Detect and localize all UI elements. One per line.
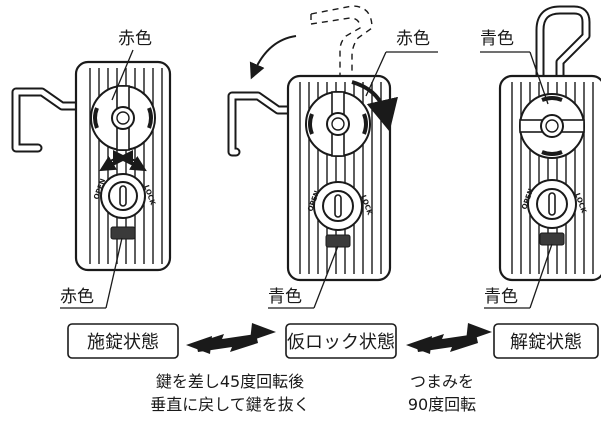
state-unlocked-text: 解錠状態 — [510, 332, 582, 353]
label-unlocked-indicator-color: 青色 — [484, 287, 518, 307]
caption-lock-step-2: 垂直に戻して鍵を抜く — [150, 395, 310, 414]
lock-unlocked: OPEN LOCK — [498, 5, 601, 282]
state-temp-text: 仮ロック状態 — [287, 332, 395, 353]
shackle-temp — [227, 91, 297, 157]
label-locked-indicator-color: 赤色 — [60, 287, 94, 307]
lift-arrow — [249, 35, 297, 80]
transition-arrow-unlocked-to-temp — [406, 323, 492, 354]
caption-lock-step-1: 鍵を差し45度回転後 — [156, 372, 304, 391]
label-temp-knob-color: 赤色 — [396, 29, 430, 49]
indicator-temp — [325, 234, 351, 248]
transition-arrow-temp-to-locked — [186, 323, 276, 354]
rotate-45-arrows — [99, 150, 147, 172]
caption-unlock-step-1: つまみを — [410, 372, 474, 391]
key-cylinder-locked: OPEN LOCK — [92, 173, 157, 219]
key-cylinder-unlocked: OPEN LOCK — [520, 179, 588, 229]
state-box-unlocked: 解錠状態 — [493, 323, 599, 359]
knob-unlocked — [519, 93, 585, 159]
label-unlocked-knob-color: 青色 — [480, 29, 514, 49]
state-box-temp: 仮ロック状態 — [285, 323, 397, 359]
key-cylinder-temp: OPEN LOCK — [306, 181, 374, 231]
body-ribs-unlocked — [511, 82, 594, 274]
indicator-locked — [110, 226, 136, 240]
label-locked-knob-color: 赤色 — [118, 29, 152, 49]
knob-locked — [90, 85, 156, 151]
knob-temp — [305, 91, 371, 157]
state-box-locked: 施錠状態 — [67, 323, 179, 359]
dashed-shackle-lifted — [310, 5, 373, 76]
shackle-unlocked — [535, 5, 591, 83]
caption-unlock-step-2: 90度回転 — [408, 395, 476, 414]
indicator-unlocked — [539, 232, 565, 246]
lock-locked: OPEN LOCK — [11, 60, 172, 272]
rotate-arrow-temp — [351, 80, 398, 132]
state-locked-text: 施錠状態 — [87, 332, 159, 353]
label-temp-indicator-color: 青色 — [268, 287, 302, 307]
lock-temp: OPEN LOCK — [227, 5, 398, 282]
shackle-locked — [11, 87, 89, 153]
